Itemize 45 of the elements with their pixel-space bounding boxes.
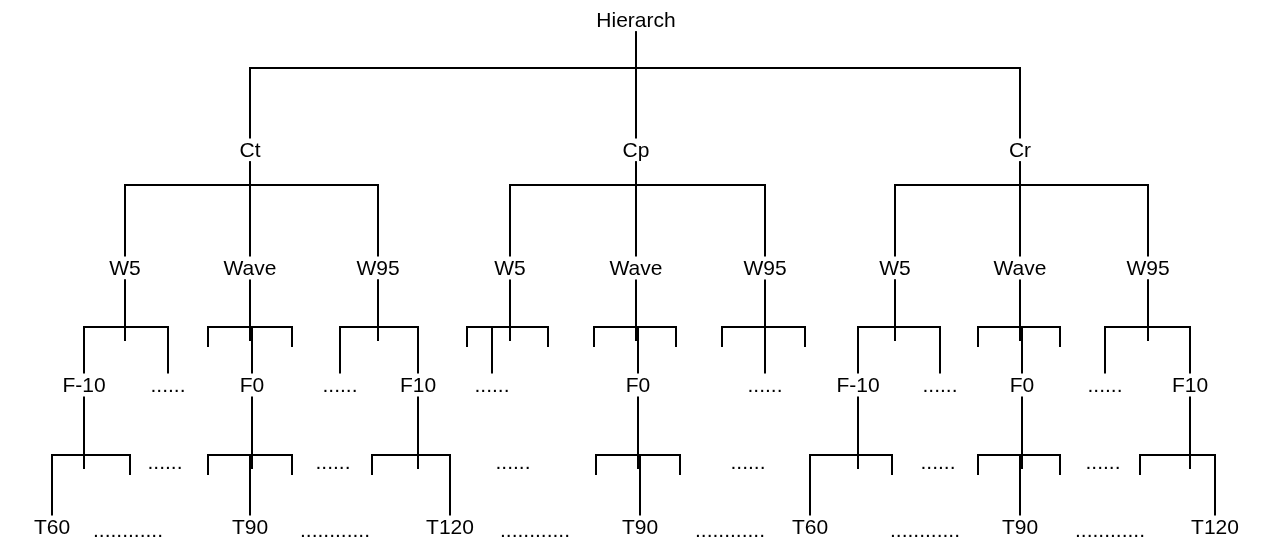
node-label: T120 (426, 515, 474, 539)
node-label: T60 (791, 515, 829, 539)
node-label: Wave (609, 256, 663, 280)
node-label: T90 (1001, 515, 1039, 539)
node-label: F10 (399, 373, 437, 397)
node-label: Hierarch (596, 8, 676, 32)
node-label: W5 (109, 256, 141, 280)
ellipsis-label: ...... (495, 450, 531, 474)
ellipsis-label: ............ (695, 518, 765, 542)
node-label: T60 (33, 515, 71, 539)
node-label: W95 (356, 256, 400, 280)
node-label: ...... (922, 373, 958, 397)
node-label: ...... (322, 373, 358, 397)
node-label: Cp (622, 138, 650, 162)
node-label: T120 (1191, 515, 1239, 539)
node-label: F-10 (836, 373, 880, 397)
ellipsis-label: ...... (1085, 450, 1121, 474)
ellipsis-label: ............ (1075, 518, 1145, 542)
node-label: Ct (239, 138, 261, 162)
node-label: W95 (743, 256, 787, 280)
node-label: W95 (1126, 256, 1170, 280)
node-label: ...... (1087, 373, 1123, 397)
node-label: ...... (150, 373, 186, 397)
ellipsis-label: ............ (500, 518, 570, 542)
ellipsis-label: ............ (890, 518, 960, 542)
node-label: Cr (1008, 138, 1032, 162)
ellipsis-label: ...... (147, 450, 183, 474)
node-label: F10 (1171, 373, 1209, 397)
node-label: F0 (625, 373, 651, 397)
node-label: T90 (231, 515, 269, 539)
node-label: Wave (223, 256, 277, 280)
ellipsis-label: ...... (730, 450, 766, 474)
node-label: W5 (494, 256, 526, 280)
node-label: T90 (621, 515, 659, 539)
node-label: ...... (747, 373, 783, 397)
node-label: ...... (474, 373, 510, 397)
ellipsis-label: ............ (300, 518, 370, 542)
node-label: F-10 (62, 373, 106, 397)
ellipsis-label: ...... (315, 450, 351, 474)
node-label: Wave (993, 256, 1047, 280)
node-label: W5 (879, 256, 911, 280)
node-label: F0 (239, 373, 265, 397)
ellipsis-label: ...... (920, 450, 956, 474)
node-label: F0 (1009, 373, 1035, 397)
ellipsis-label: ............ (93, 518, 163, 542)
